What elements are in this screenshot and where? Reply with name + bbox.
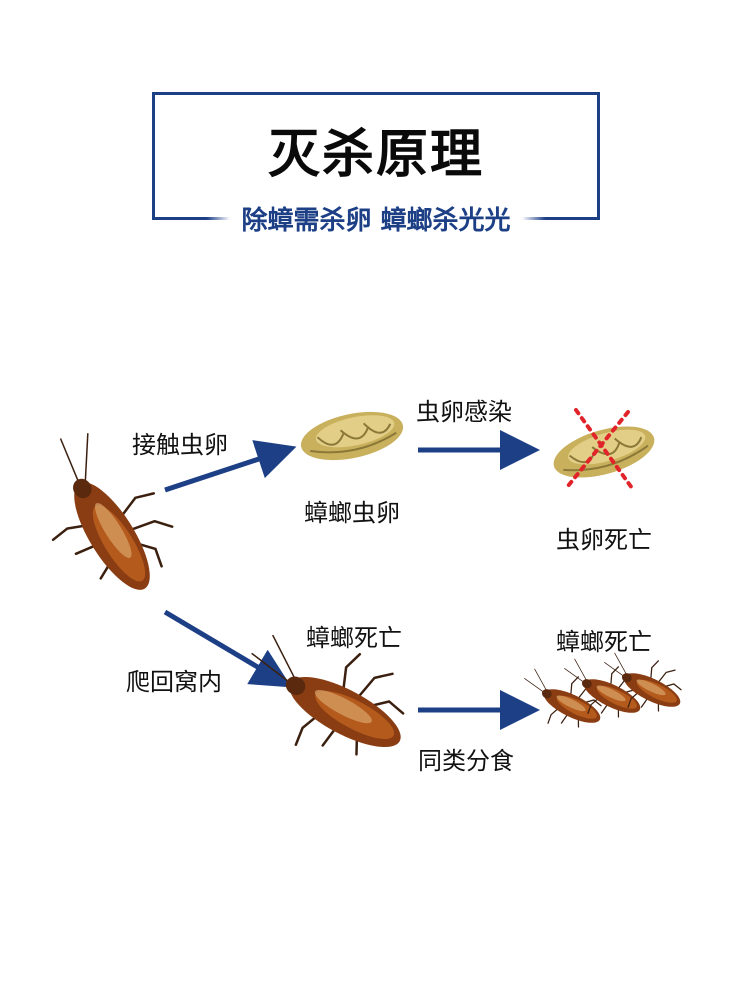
label-cannibalism: 同类分食 bbox=[418, 741, 514, 776]
label-roach-dead-2: 蟑螂死亡 bbox=[556, 622, 652, 657]
label-eggs-infected: 虫卵感染 bbox=[416, 392, 512, 427]
label-roach-eggs: 蟑螂虫卵 bbox=[304, 493, 400, 528]
label-crawl-back: 爬回窝内 bbox=[126, 662, 222, 697]
egg-case-image bbox=[297, 404, 408, 469]
label-roach-dead-1: 蟑螂死亡 bbox=[306, 618, 402, 653]
arrow-to-eggs bbox=[165, 456, 268, 490]
label-contact-eggs: 接触虫卵 bbox=[132, 425, 228, 460]
label-eggs-dead: 虫卵死亡 bbox=[556, 520, 652, 555]
